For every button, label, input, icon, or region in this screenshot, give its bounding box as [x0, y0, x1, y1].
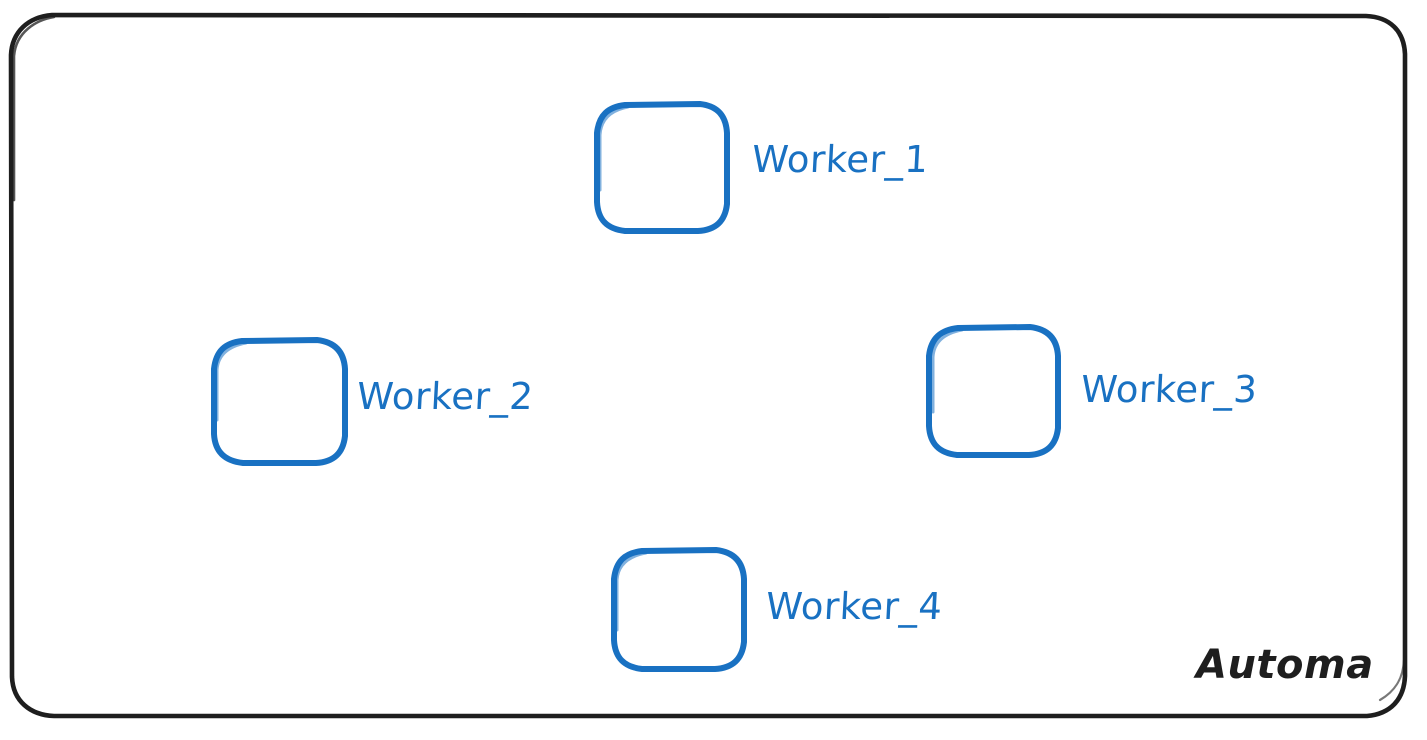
- node-box-worker-2[interactable]: [211, 337, 348, 466]
- node-box-worker-3[interactable]: [926, 324, 1061, 458]
- automa-watermark: Automa: [1196, 642, 1374, 688]
- node-box-worker-1[interactable]: [594, 101, 730, 234]
- node-label-worker-1: Worker_1: [750, 138, 930, 181]
- node-label-worker-3: Worker_3: [1079, 368, 1259, 411]
- node-label-worker-2: Worker_2: [355, 375, 535, 418]
- node-box-worker-4[interactable]: [611, 547, 747, 672]
- diagram-frame: [8, 12, 1408, 719]
- node-label-worker-4: Worker_4: [764, 585, 944, 628]
